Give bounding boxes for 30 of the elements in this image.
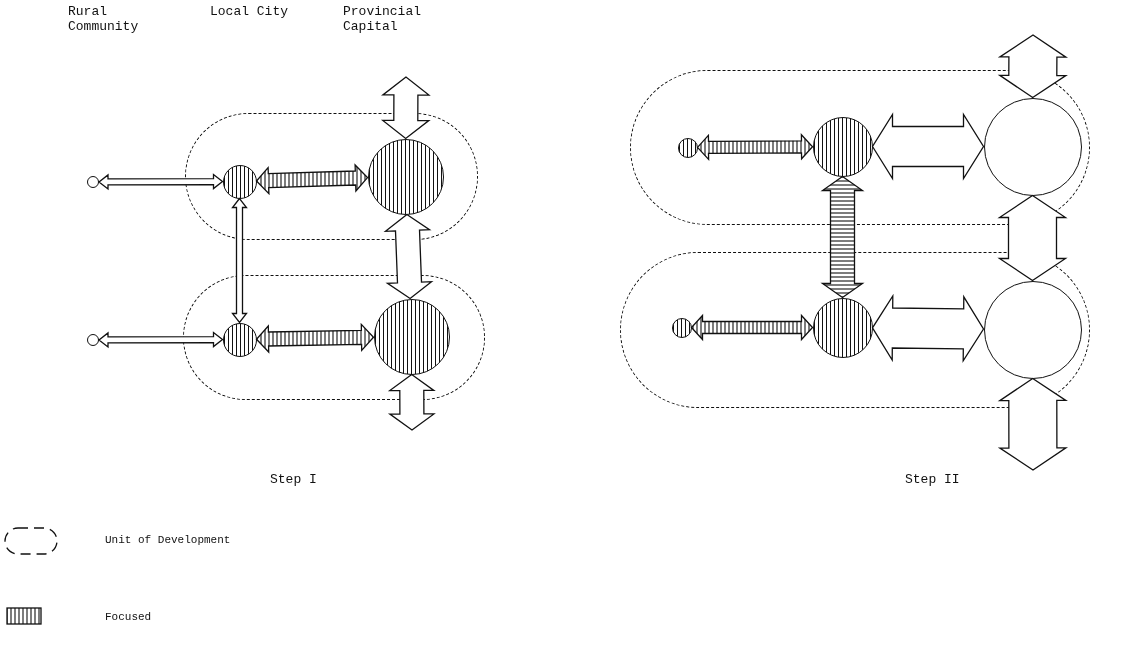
double-arrow <box>231 197 248 324</box>
legend-text: Unit of Development <box>105 533 231 548</box>
legend-text: Focused <box>105 610 152 625</box>
double-arrow <box>380 76 431 140</box>
column-heading: Rural Community <box>68 4 140 34</box>
double-arrow <box>871 112 985 181</box>
double-arrow <box>997 34 1069 99</box>
hatched-double-arrow <box>696 133 814 162</box>
dashed-unit-outline <box>185 113 478 240</box>
hatched-double-arrow <box>255 163 369 196</box>
hatched-circle <box>222 164 257 199</box>
hatched-circle <box>677 137 698 158</box>
double-arrow <box>871 293 985 364</box>
step-label: Step II <box>905 472 960 487</box>
hatched-double-arrow <box>255 322 375 354</box>
plain-circle <box>87 334 99 346</box>
column-heading: Provincial Capital <box>343 4 422 34</box>
hatched-circle <box>671 317 692 338</box>
plain-circle <box>87 176 99 188</box>
hatched-double-arrow <box>820 175 865 299</box>
step-label: Step I <box>270 472 317 487</box>
double-arrow <box>997 194 1068 282</box>
double-arrow <box>383 213 434 300</box>
hatched-circle <box>222 322 257 357</box>
hatched-double-arrow <box>690 313 814 342</box>
column-heading: Local City <box>210 4 288 19</box>
double-arrow <box>97 173 224 191</box>
double-arrow <box>97 331 224 349</box>
double-arrow <box>997 377 1069 471</box>
double-arrow <box>387 373 436 431</box>
